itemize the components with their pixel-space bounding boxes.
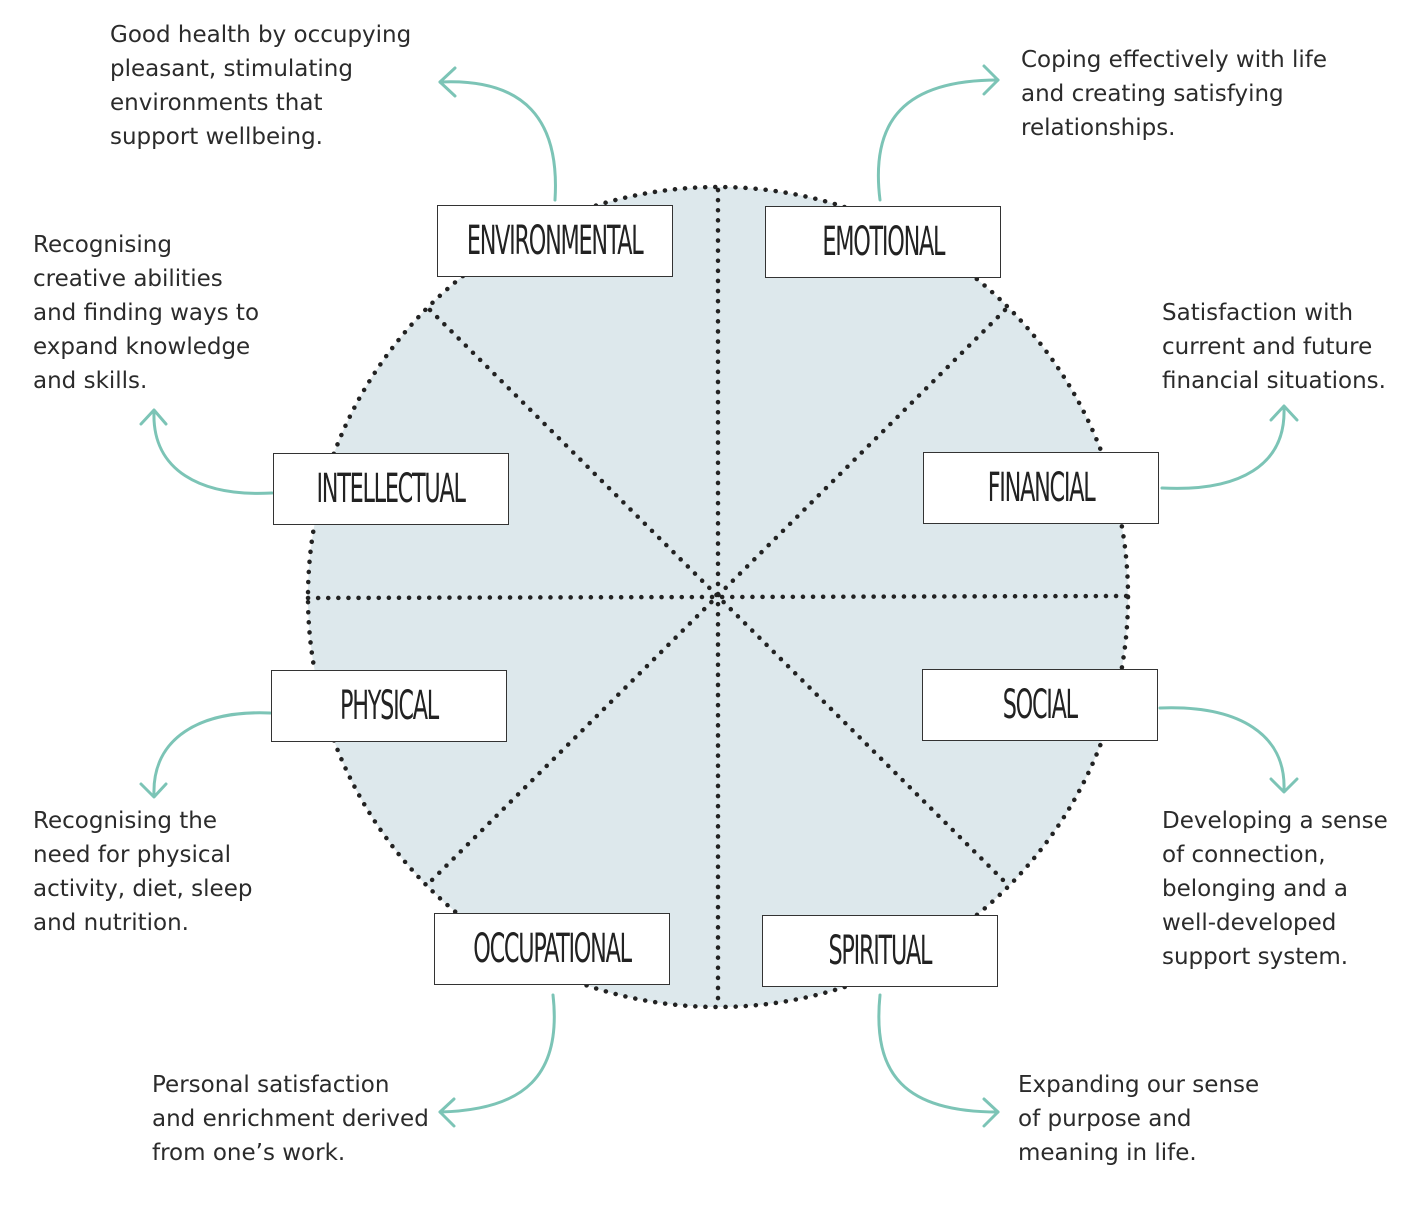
arrow-financial bbox=[1160, 406, 1286, 490]
arrowhead-occupational bbox=[438, 1097, 456, 1128]
description-line: and creating satisfying bbox=[1021, 81, 1284, 107]
arrowhead-financial bbox=[1269, 404, 1299, 422]
arrowhead-social bbox=[1269, 777, 1299, 794]
box-financial: FINANCIAL bbox=[923, 452, 1159, 524]
description-line: financial situations. bbox=[1162, 368, 1386, 394]
description-line: well-developed bbox=[1162, 910, 1337, 936]
label-environmental: ENVIRONMENTAL bbox=[467, 218, 644, 264]
label-social: SOCIAL bbox=[1002, 682, 1078, 728]
wheel-rim bbox=[305, 184, 1131, 1010]
description-financial: Satisfaction with current and future fin… bbox=[1162, 296, 1386, 398]
box-social: SOCIAL bbox=[922, 669, 1158, 741]
label-intellectual: INTELLECTUAL bbox=[316, 466, 467, 512]
description-line: from one’s work. bbox=[152, 1140, 346, 1166]
arrow-environmental bbox=[438, 80, 557, 202]
box-spiritual: SPIRITUAL bbox=[762, 915, 998, 987]
arrowhead-intellectual bbox=[139, 408, 168, 426]
arrow-occupational bbox=[438, 993, 556, 1114]
description-line: creative abilities bbox=[33, 266, 223, 292]
label-occupational: OCCUPATIONAL bbox=[473, 926, 632, 972]
label-physical: PHYSICAL bbox=[340, 683, 439, 729]
description-line: of connection, bbox=[1162, 842, 1326, 868]
description-line: support system. bbox=[1162, 944, 1349, 970]
description-line: belonging and a bbox=[1162, 876, 1348, 902]
description-line: relationships. bbox=[1021, 115, 1176, 141]
description-environmental: Good health by occupying pleasant, stimu… bbox=[110, 18, 411, 154]
arrow-spiritual bbox=[877, 993, 1000, 1114]
description-line: activity, diet, sleep bbox=[33, 876, 253, 902]
description-occupational: Personal satisfaction and enrichment der… bbox=[152, 1068, 429, 1170]
label-spiritual: SPIRITUAL bbox=[828, 928, 933, 974]
description-line: Recognising the bbox=[33, 808, 217, 834]
description-line: Expanding our sense bbox=[1018, 1072, 1260, 1098]
box-environmental: ENVIRONMENTAL bbox=[437, 205, 673, 277]
description-line: expand knowledge bbox=[33, 334, 251, 360]
description-line: need for physical bbox=[33, 842, 232, 868]
description-line: support wellbeing. bbox=[110, 124, 323, 150]
description-line: and enrichment derived bbox=[152, 1106, 429, 1132]
description-line: Satisfaction with bbox=[1162, 300, 1354, 326]
arrow-social bbox=[1158, 706, 1286, 792]
box-physical: PHYSICAL bbox=[271, 670, 507, 742]
description-line: environments that bbox=[110, 90, 323, 116]
box-intellectual: INTELLECTUAL bbox=[273, 453, 509, 525]
description-emotional: Coping effectively with life and creatin… bbox=[1021, 43, 1327, 145]
description-line: and nutrition. bbox=[33, 910, 189, 936]
description-physical: Recognising the need for physical activi… bbox=[33, 804, 252, 940]
description-spiritual: Expanding our sense of purpose and meani… bbox=[1018, 1068, 1259, 1170]
description-line: Coping effectively with life bbox=[1021, 47, 1328, 73]
description-intellectual: Recognising creative abilities and findi… bbox=[33, 228, 259, 398]
description-line: Good health by occupying bbox=[110, 22, 412, 48]
arrow-emotional bbox=[876, 78, 1000, 202]
arrowhead-physical bbox=[139, 782, 168, 799]
description-line: and skills. bbox=[33, 368, 148, 394]
description-line: pleasant, stimulating bbox=[110, 56, 353, 82]
description-social: Developing a sense of connection, belong… bbox=[1162, 804, 1388, 974]
description-line: and finding ways to bbox=[33, 300, 260, 326]
spoke-diagonal-up bbox=[427, 307, 1008, 885]
arrow-intellectual bbox=[152, 410, 274, 495]
box-occupational: OCCUPATIONAL bbox=[434, 913, 670, 985]
description-line: current and future bbox=[1162, 334, 1373, 360]
arrow-physical bbox=[152, 711, 272, 797]
description-line: Recognising bbox=[33, 232, 172, 258]
arrowhead-spiritual bbox=[982, 1097, 1000, 1128]
description-line: Developing a sense bbox=[1162, 808, 1388, 834]
wheel-spokes bbox=[305, 187, 1131, 1008]
description-line: Personal satisfaction bbox=[152, 1072, 390, 1098]
arrowhead-environmental bbox=[438, 66, 457, 98]
box-emotional: EMOTIONAL bbox=[765, 206, 1001, 278]
description-line: meaning in life. bbox=[1018, 1140, 1197, 1166]
arrows bbox=[139, 64, 1299, 1128]
description-line: of purpose and bbox=[1018, 1106, 1192, 1132]
label-financial: FINANCIAL bbox=[987, 465, 1096, 511]
label-emotional: EMOTIONAL bbox=[822, 219, 945, 265]
arrowhead-emotional bbox=[982, 64, 1000, 96]
